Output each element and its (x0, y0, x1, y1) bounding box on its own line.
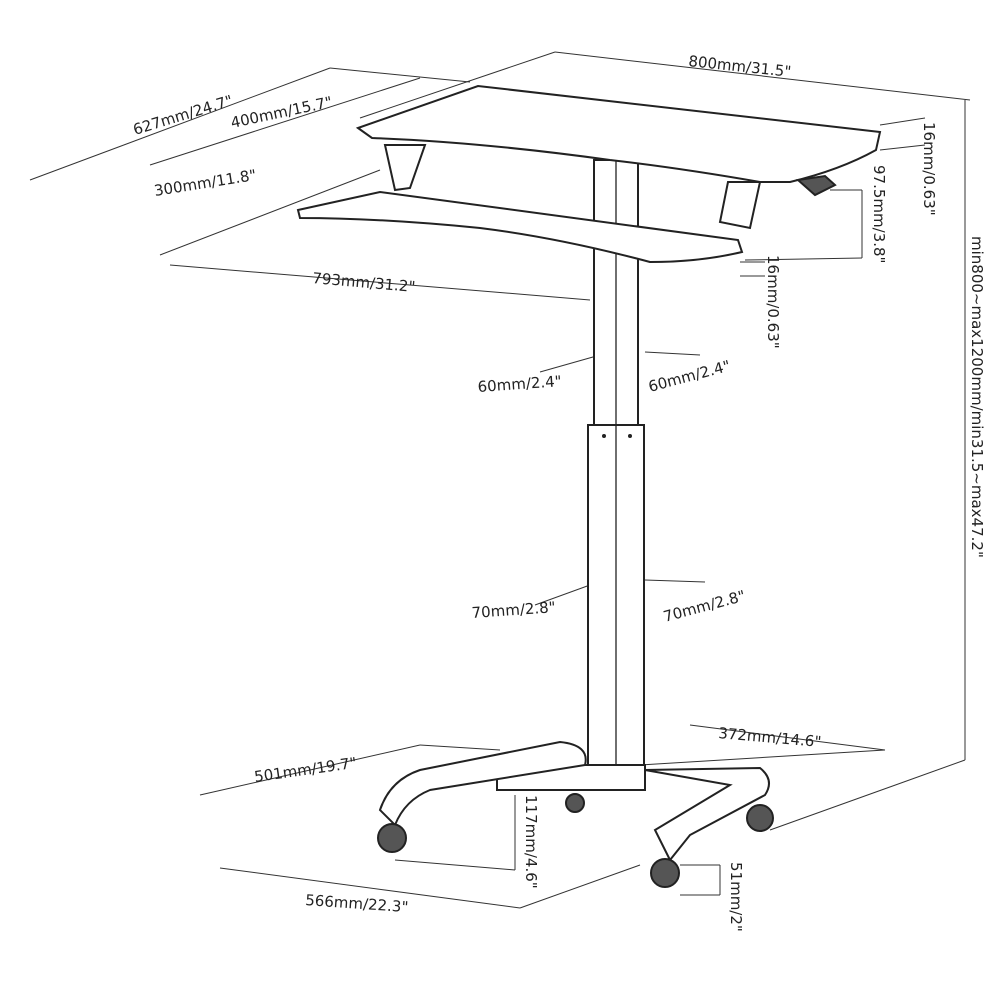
label-base-height: 117mm/4.6" (522, 795, 540, 889)
desk-top (355, 84, 882, 230)
label-base-leg-length: 501mm/19.7" (253, 754, 358, 786)
dimension-lines (29, 51, 971, 909)
label-tier-gap: 97.5mm/3.8" (870, 165, 888, 263)
label-overall-depth: 627mm/24.7" (131, 91, 235, 138)
base (377, 740, 774, 888)
label-width-top: 800mm/31.5" (688, 52, 793, 81)
dimension-labels: 800mm/31.5" 627mm/24.7" 400mm/15.7" 300m… (131, 52, 986, 932)
label-top-thickness: 16mm/0.63" (920, 122, 938, 216)
label-upper-column-a: 60mm/2.4" (477, 372, 562, 396)
label-base-depth: 372mm/14.6" (718, 724, 822, 751)
keyboard-tray (296, 190, 744, 264)
label-tray-depth: 300mm/11.8" (153, 166, 258, 200)
label-caster-height: 51mm/2" (727, 862, 745, 932)
label-upper-column-b: 60mm/2.4" (646, 357, 732, 396)
label-lower-column-b: 70mm/2.8" (661, 587, 747, 626)
label-top-depth: 400mm/15.7" (229, 93, 334, 132)
label-tray-width: 793mm/31.2" (312, 269, 416, 296)
label-tray-thickness: 16mm/0.63" (764, 255, 782, 349)
column (587, 159, 645, 781)
label-height-range: min800~max1200mm/min31.5~max47.2" (968, 236, 986, 558)
label-lower-column-a: 70mm/2.8" (471, 598, 556, 622)
label-base-width: 566mm/22.3" (305, 891, 409, 916)
